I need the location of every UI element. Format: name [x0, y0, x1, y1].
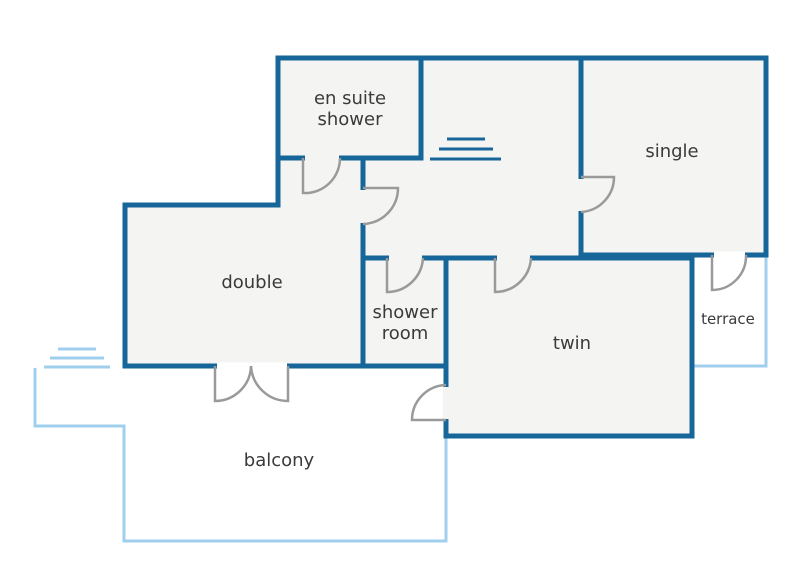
shower-room[interactable]	[363, 258, 446, 366]
corridor-fill	[278, 158, 368, 208]
door-shower-room[interactable]	[385, 257, 425, 294]
room-fills	[125, 58, 766, 436]
stairs-icon	[44, 347, 110, 369]
label-twin: twin	[553, 333, 591, 354]
label-balcony: balcony	[244, 450, 315, 471]
door-twin-balcony[interactable]	[410, 383, 447, 422]
door-single[interactable]	[580, 175, 616, 214]
door-twin[interactable]	[493, 257, 533, 294]
label-shower-room-line2: room	[382, 323, 429, 344]
label-en-suite-line2: shower	[318, 109, 384, 130]
door-balcony-right[interactable]	[249, 365, 290, 403]
label-single: single	[645, 141, 698, 162]
terrace-outline	[692, 255, 768, 368]
label-shower-room-line1: shower	[373, 302, 439, 323]
label-double: double	[221, 272, 282, 293]
label-terrace: terrace	[701, 310, 755, 328]
balcony-outline	[33, 368, 448, 543]
doors	[213, 157, 748, 422]
door-en-suite[interactable]	[301, 157, 342, 195]
door-hall[interactable]	[362, 186, 400, 226]
double-room[interactable]	[125, 205, 363, 366]
label-en-suite-line1: en suite	[314, 88, 386, 109]
twin-room[interactable]	[446, 258, 692, 436]
door-terrace[interactable]	[710, 254, 748, 292]
door-balcony-left[interactable]	[213, 365, 253, 403]
stairs-icon	[430, 137, 501, 161]
